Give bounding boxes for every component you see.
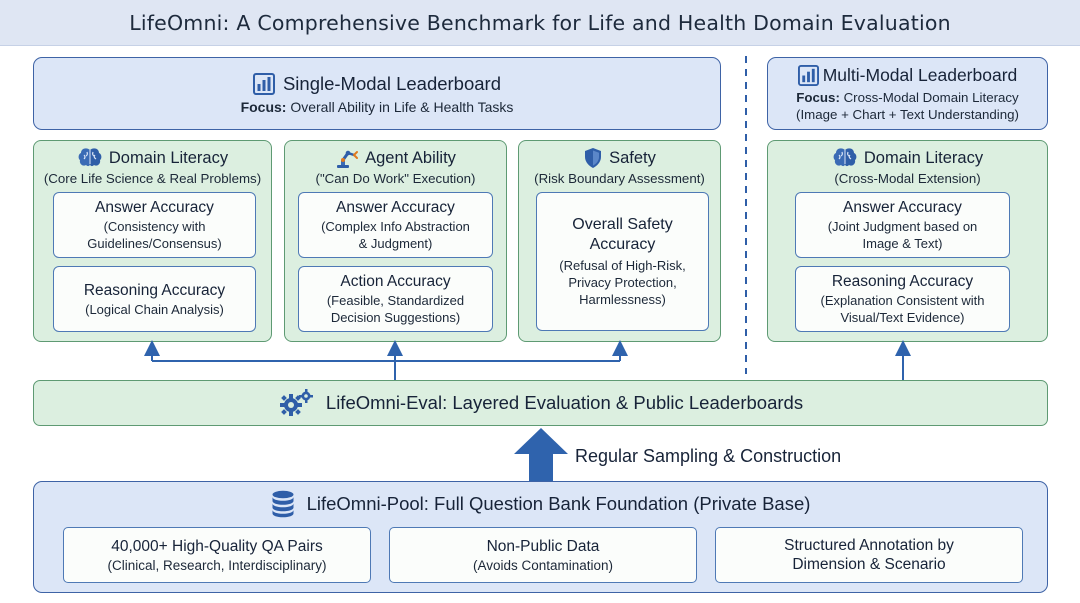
pillar-title: Domain Literacy <box>108 148 229 167</box>
pool-item-line1: 40,000+ High-Quality QA Pairs <box>111 537 323 555</box>
shield-icon <box>585 148 602 168</box>
card-title: Reasoning Accuracy <box>831 273 974 290</box>
card-action-accuracy: Action Accuracy (Feasible, Standardized … <box>298 266 493 332</box>
card-detail: Harmlessness) <box>579 292 666 307</box>
sampling-label: Regular Sampling & Construction <box>575 446 842 466</box>
connector-arrows <box>144 340 911 380</box>
card-detail: (Consistency with <box>103 219 206 234</box>
card-detail: (Explanation Consistent with <box>820 293 985 308</box>
card-detail: (Logical Chain Analysis) <box>85 301 224 317</box>
pool-item-qa-pairs: 40,000+ High-Quality QA Pairs (Clinical,… <box>63 527 371 583</box>
card-detail: (Joint Judgment based on <box>827 219 978 234</box>
title-banner: LifeOmni: A Comprehensive Benchmark for … <box>0 0 1080 46</box>
section-divider <box>745 56 747 374</box>
card-answer-accuracy: Answer Accuracy (Consistency with Guidel… <box>53 192 256 258</box>
pillar-title: Domain Literacy <box>863 148 984 167</box>
brain-icon <box>833 148 857 167</box>
card-title: Answer Accuracy <box>843 199 962 216</box>
card-title: Accuracy <box>589 236 656 253</box>
single-modal-focus-text: Overall Ability in Life & Health Tasks <box>290 98 514 115</box>
database-icon <box>272 490 294 518</box>
lifeomni-eval-bar: LifeOmni-Eval: Layered Evaluation & Publ… <box>33 380 1048 426</box>
multi-modal-focus-label: Focus: <box>796 89 840 105</box>
bar-chart-icon <box>252 72 275 95</box>
card-reasoning-accuracy: Reasoning Accuracy (Logical Chain Analys… <box>53 266 256 332</box>
pool-item-non-public-data: Non-Public Data (Avoids Contamination) <box>389 527 697 583</box>
card-detail: Decision Suggestions) <box>330 310 461 325</box>
card-detail: Image & Text) <box>862 236 943 251</box>
single-modal-focus-label: Focus: <box>240 98 287 115</box>
card-detail: Privacy Protection, <box>568 275 677 290</box>
pillar-subtitle: ("Can Do Work" Execution) <box>315 171 476 186</box>
brain-icon <box>78 148 102 167</box>
big-up-arrow <box>514 428 568 483</box>
card-title: Answer Accuracy <box>336 199 455 216</box>
robot-arm-icon <box>337 150 359 168</box>
single-modal-leaderboard: Single-Modal Leaderboard Focus: Overall … <box>33 57 721 130</box>
card-answer-accuracy: Answer Accuracy (Joint Judgment based on… <box>795 192 1010 258</box>
card-answer-accuracy: Answer Accuracy (Complex Info Abstractio… <box>298 192 493 258</box>
pillar-subtitle: (Cross-Modal Extension) <box>834 171 981 186</box>
card-title: Reasoning Accuracy <box>83 281 226 299</box>
card-detail: Visual/Text Evidence) <box>840 310 965 325</box>
bar-chart-icon <box>797 64 819 86</box>
pool-item-line2: (Clinical, Research, Interdisciplinary) <box>107 557 327 573</box>
card-detail: (Refusal of High-Risk, <box>559 258 686 273</box>
multi-modal-focus-text2: (Image + Chart + Text Understanding) <box>796 106 1019 122</box>
card-title: Action Accuracy <box>340 273 451 290</box>
single-modal-title: Single-Modal Leaderboard <box>282 72 502 94</box>
card-detail: (Feasible, Standardized <box>326 293 465 308</box>
multi-modal-leaderboard: Multi-Modal Leaderboard Focus: Cross-Mod… <box>767 57 1048 130</box>
pool-item-line1: Structured Annotation by <box>784 537 954 554</box>
pillar-title: Safety <box>609 148 656 167</box>
pool-item-structured-annotation: Structured Annotation by Dimension & Sce… <box>715 527 1023 583</box>
pool-item-line1: Non-Public Data <box>486 537 600 555</box>
multi-modal-title: Multi-Modal Leaderboard <box>822 64 1018 85</box>
card-title: Answer Accuracy <box>95 199 214 216</box>
pillar-title: Agent Ability <box>365 148 456 167</box>
pillar-subtitle: (Risk Boundary Assessment) <box>534 171 705 186</box>
multi-modal-focus-text: Cross-Modal Domain Literacy <box>843 89 1019 105</box>
card-detail: (Complex Info Abstraction <box>321 219 470 234</box>
card-title: Overall Safety <box>572 216 673 233</box>
card-detail: Guidelines/Consensus) <box>87 236 222 251</box>
card-overall-safety-accuracy: Overall Safety Accuracy (Refusal of High… <box>536 192 709 331</box>
card-reasoning-accuracy: Reasoning Accuracy (Explanation Consiste… <box>795 266 1010 332</box>
page-title: LifeOmni: A Comprehensive Benchmark for … <box>129 10 951 35</box>
eval-title: LifeOmni-Eval: Layered Evaluation & Publ… <box>325 392 804 413</box>
gears-icon <box>279 389 313 416</box>
pillar-subtitle: (Core Life Science & Real Problems) <box>43 171 262 186</box>
pool-item-line2: (Avoids Contamination) <box>472 557 614 573</box>
card-detail: & Judgment) <box>358 236 433 251</box>
pool-item-line2: Dimension & Scenario <box>792 556 946 573</box>
pool-title: LifeOmni-Pool: Full Question Bank Founda… <box>306 493 811 514</box>
